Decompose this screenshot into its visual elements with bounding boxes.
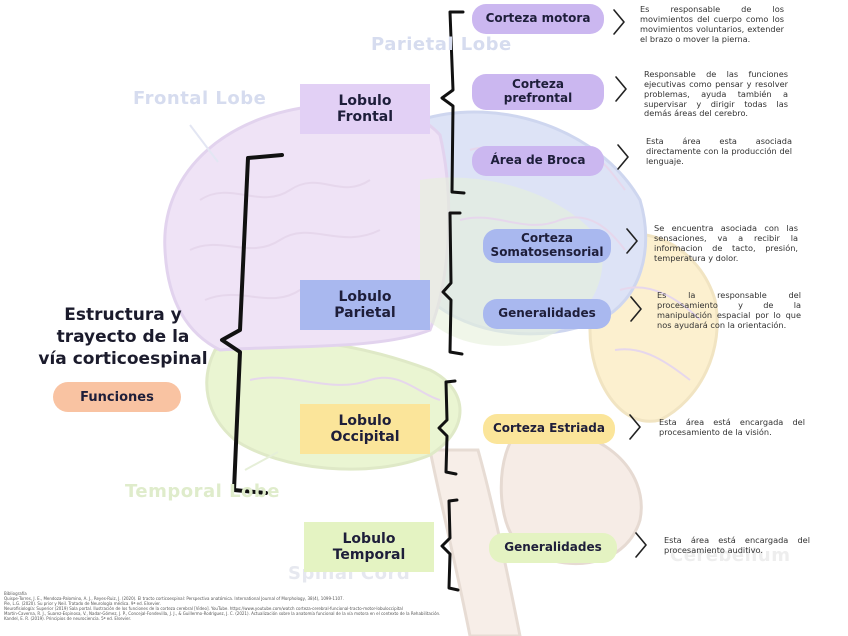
funciones-label: Funciones	[53, 382, 181, 412]
area-broca: Área de Broca	[472, 146, 604, 176]
area-corteza-somatosensorial: Corteza Somatosensorial	[483, 229, 611, 263]
chevron-right-icon	[613, 9, 625, 35]
description-generalidades-temporal: Esta área está encargada del procesamien…	[664, 535, 810, 555]
lobe-occipital: Lobulo Occipital	[300, 404, 430, 454]
main-bracket	[220, 153, 284, 495]
bibliography-entry: Martín-Caverna, R. J., Suarez-Espinosa, …	[4, 611, 440, 616]
bibliography-entry: Quispe-Torres, J. E., Mendoza-Palomino, …	[4, 596, 344, 601]
description-somatosensorial: Se encuentra asociada con las sensacione…	[654, 223, 798, 263]
description-broca: Esta área esta asociada directamente con…	[646, 136, 792, 166]
bibliography: Bibliografía Quispe-Torres, J. E., Mendo…	[4, 591, 440, 621]
area-corteza-motora: Corteza motora	[472, 4, 604, 34]
bibliography-entry: Kandel, E. R. (2019). Principios de neur…	[4, 616, 132, 621]
watermark-parietal-lobe: Parietal Lobe	[371, 34, 512, 55]
watermark-cerebellum: Cerebellum	[670, 545, 791, 566]
area-generalidades-parietal: Generalidades	[483, 299, 611, 329]
chevron-right-icon	[630, 296, 642, 322]
occipital-bracket	[437, 379, 458, 476]
bibliography-entry: Pie, L.G. (2020). Su prior y Neil. Trata…	[4, 601, 161, 606]
frontal-leader-line	[189, 124, 219, 163]
lobe-temporal: Lobulo Temporal	[304, 522, 434, 572]
description-corteza-motora: Es responsable de los movimientos del cu…	[640, 4, 784, 44]
spinal-cord-shape	[428, 448, 522, 636]
frontal-bracket	[440, 10, 466, 195]
chevron-right-icon	[626, 228, 638, 254]
watermark-frontal-lobe: Frontal Lobe	[133, 88, 267, 109]
chevron-right-icon	[617, 144, 629, 170]
watermark-temporal-lobe: Temporal Lobe	[125, 481, 280, 502]
area-corteza-prefrontal: Corteza prefrontal	[472, 74, 604, 110]
chevron-right-icon	[629, 414, 641, 440]
chevron-right-icon	[635, 532, 647, 558]
temporal-bracket	[440, 498, 460, 592]
area-corteza-estriada: Corteza Estriada	[483, 414, 615, 444]
area-generalidades-temporal: Generalidades	[489, 533, 617, 563]
bibliography-entry: Neurofisiología: Superior (2019) Sala po…	[4, 606, 403, 611]
description-corteza-estriada: Esta área está encargada del procesamien…	[659, 417, 805, 437]
bibliography-heading: Bibliografía	[4, 591, 27, 596]
description-corteza-prefrontal: Responsable de las funciones ejecutivas …	[644, 69, 788, 119]
lobe-parietal: Lobulo Parietal	[300, 280, 430, 330]
diagram-title: Estructura y trayecto de la vía corticoe…	[38, 305, 208, 369]
lobe-frontal: Lobulo Frontal	[300, 84, 430, 134]
description-generalidades-parietal: Es la responsable del procesamiento y de…	[657, 290, 801, 330]
temporal-leader-line	[244, 451, 279, 471]
parietal-bracket	[441, 211, 464, 356]
chevron-right-icon	[615, 76, 627, 102]
